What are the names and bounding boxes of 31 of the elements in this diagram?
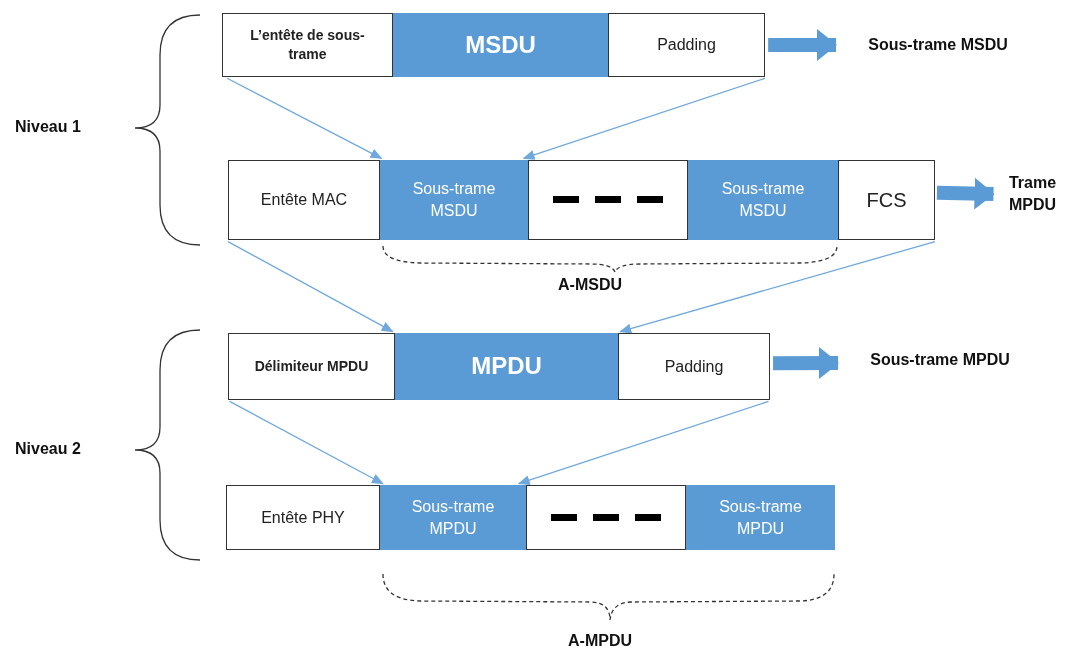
- payload-box: Sous-trame MPDU: [380, 485, 526, 550]
- frame-name: Sous-trame MPDU: [840, 345, 1040, 375]
- field-box: Padding: [608, 13, 765, 77]
- arrow: [226, 77, 383, 160]
- block-arrow: [773, 347, 839, 380]
- payload-box: MPDU: [395, 333, 618, 400]
- payload-box: Sous-trame MSDU: [688, 160, 838, 240]
- payload-box: Sous-trame MSDU: [380, 160, 528, 240]
- payload-box: MSDU: [393, 13, 608, 77]
- frame-name: Sous-trame MSDU: [838, 30, 1038, 60]
- arrow: [517, 400, 770, 485]
- level-label: A-MSDU: [558, 276, 622, 294]
- field-box: [528, 160, 688, 240]
- arrow: [619, 240, 936, 334]
- arrow: [229, 400, 384, 485]
- field-box: [526, 485, 686, 550]
- field-box: Délimiteur MPDU: [228, 333, 395, 400]
- block-arrow: [768, 29, 837, 61]
- frame-name: Trame MPDU: [995, 172, 1070, 216]
- field-box: Entête MAC: [228, 160, 380, 240]
- arrow: [522, 77, 766, 160]
- field-box: Entête PHY: [226, 485, 380, 550]
- field-box: L’entête de sous-trame: [222, 13, 393, 77]
- field-box: FCS: [838, 160, 935, 240]
- payload-box: Sous-trame MPDU: [686, 485, 835, 550]
- level-label: Niveau 1: [15, 118, 81, 136]
- level-label: Niveau 2: [15, 440, 81, 458]
- field-box: Padding: [618, 333, 770, 400]
- arrow: [227, 240, 394, 333]
- level-label: A-MPDU: [568, 632, 632, 650]
- block-arrow: [936, 177, 995, 210]
